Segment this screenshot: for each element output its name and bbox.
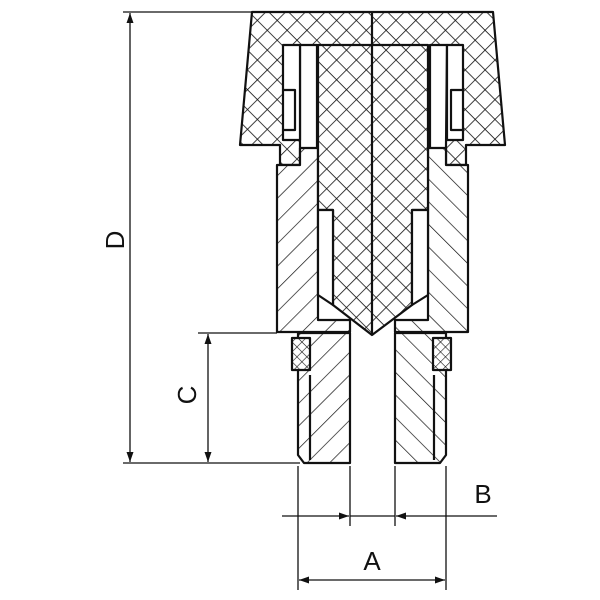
right-insert	[410, 208, 430, 307]
left-body-wall	[275, 146, 352, 334]
dimension-c-label: C	[172, 386, 202, 405]
right-seal	[431, 336, 453, 372]
dimension-d-label: D	[100, 231, 130, 250]
left-seal	[290, 336, 312, 372]
left-clip	[281, 43, 302, 142]
dimension-a-label: A	[363, 546, 381, 576]
dimension-b-label: B	[474, 479, 491, 509]
left-insert	[316, 208, 335, 307]
right-clip	[445, 43, 465, 142]
right-body-wall	[393, 146, 470, 334]
